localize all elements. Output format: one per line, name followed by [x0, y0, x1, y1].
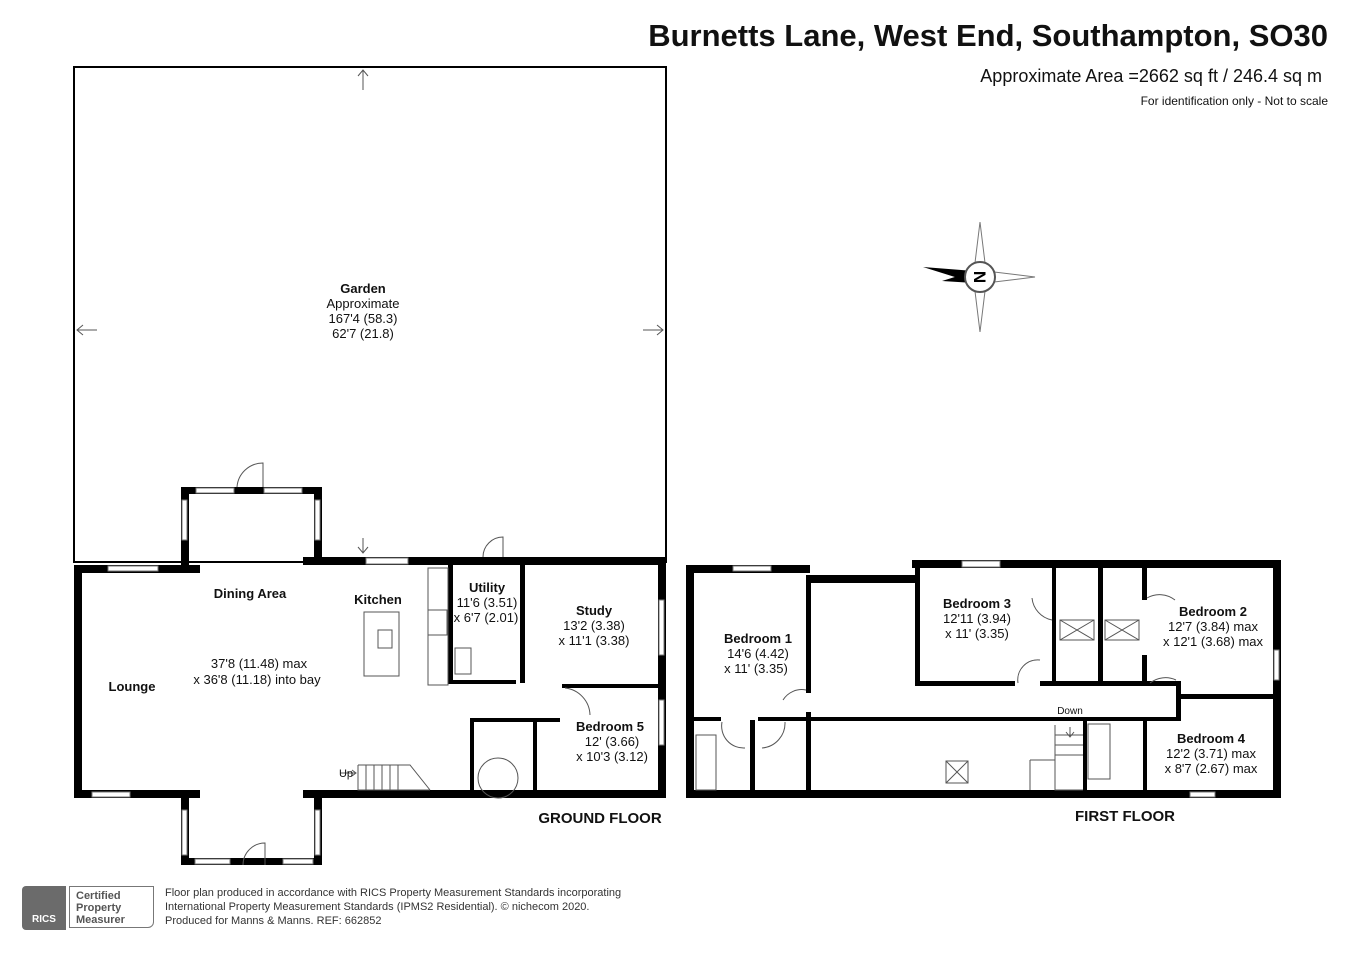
room-dimension: 37'8 (11.48) max [211, 656, 308, 671]
rics-logo: RICS [22, 886, 66, 930]
footer-disclaimer: Floor plan produced in accordance with R… [165, 886, 621, 928]
room-label-kitchen: Kitchen [354, 592, 402, 607]
room-dimension: x 36'8 (11.18) into bay [193, 672, 321, 687]
room-dimension: x 8'7 (2.67) max [1165, 761, 1258, 776]
ground-floor-walls: Lounge Dining Area Kitchen 37'8 (11.48) … [74, 462, 666, 866]
room-label-bedroom-3: Bedroom 3 [943, 596, 1011, 611]
approximate-area: Approximate Area =2662 sq ft / 246.4 sq … [980, 66, 1322, 86]
room-dimension: x 12'1 (3.68) max [1163, 634, 1264, 649]
room-label-bedroom-2: Bedroom 2 [1179, 604, 1247, 619]
garden: Garden Approximate 167'4 (58.3) 62'7 (21… [73, 66, 667, 563]
room-dimension: x 11' (3.35) [724, 661, 788, 676]
room-dimension: 14'6 (4.42) [727, 646, 789, 661]
room-dimension: 12'7 (3.84) max [1168, 619, 1258, 634]
arrow-icon [643, 324, 664, 336]
garden-approx: Approximate [327, 296, 400, 311]
room-dimension: x 6'7 (2.01) [454, 610, 519, 625]
room-dimension: 12' (3.66) [585, 734, 640, 749]
room-label-bedroom-5: Bedroom 5 [576, 719, 644, 734]
room-dimension: 11'6 (3.51) [457, 595, 518, 610]
first-floor-label: FIRST FLOOR [1075, 808, 1175, 825]
garden-dim: 167'4 (58.3) [329, 311, 398, 326]
room-dimension: 12'2 (3.71) max [1166, 746, 1256, 761]
garden-dim: 62'7 (21.8) [332, 326, 394, 341]
room-label-study: Study [576, 603, 613, 618]
room-dimension: x 11'1 (3.38) [559, 633, 630, 648]
room-dimension: x 10'3 (3.12) [576, 749, 648, 764]
first-floor-walls: Bedroom 1 14'6 (4.42) x 11' (3.35) Bedro… [686, 560, 1281, 825]
room-label-bedroom-4: Bedroom 4 [1177, 731, 1246, 746]
room-dimension: 13'2 (3.38) [563, 618, 625, 633]
room-label-lounge: Lounge [109, 679, 156, 694]
page-title: Burnetts Lane, West End, Southampton, SO… [648, 18, 1328, 53]
arrow-icon [357, 69, 369, 90]
footer-line: Produced for Manns & Manns. REF: 662852 [165, 915, 382, 927]
stairs-label: Up [339, 768, 353, 780]
room-label-utility: Utility [469, 580, 506, 595]
garden-label: Garden [340, 281, 386, 296]
north-label: N [970, 271, 989, 283]
ground-floor-label: GROUND FLOOR [538, 810, 661, 827]
scale-note: For identification only - Not to scale [1140, 94, 1328, 108]
footer-line: International Property Measurement Stand… [165, 901, 590, 913]
arrow-icon [76, 324, 97, 336]
room-dimension: x 11' (3.35) [945, 626, 1009, 641]
footer-line: Floor plan produced in accordance with R… [165, 887, 622, 899]
arrow-icon [357, 538, 369, 554]
compass-rose-icon: N [923, 221, 1036, 333]
room-dimension: 12'11 (3.94) [943, 611, 1011, 626]
room-label-dining-area: Dining Area [214, 586, 287, 601]
stairs-label: Down [1057, 706, 1083, 717]
room-label-bedroom-1: Bedroom 1 [724, 631, 792, 646]
